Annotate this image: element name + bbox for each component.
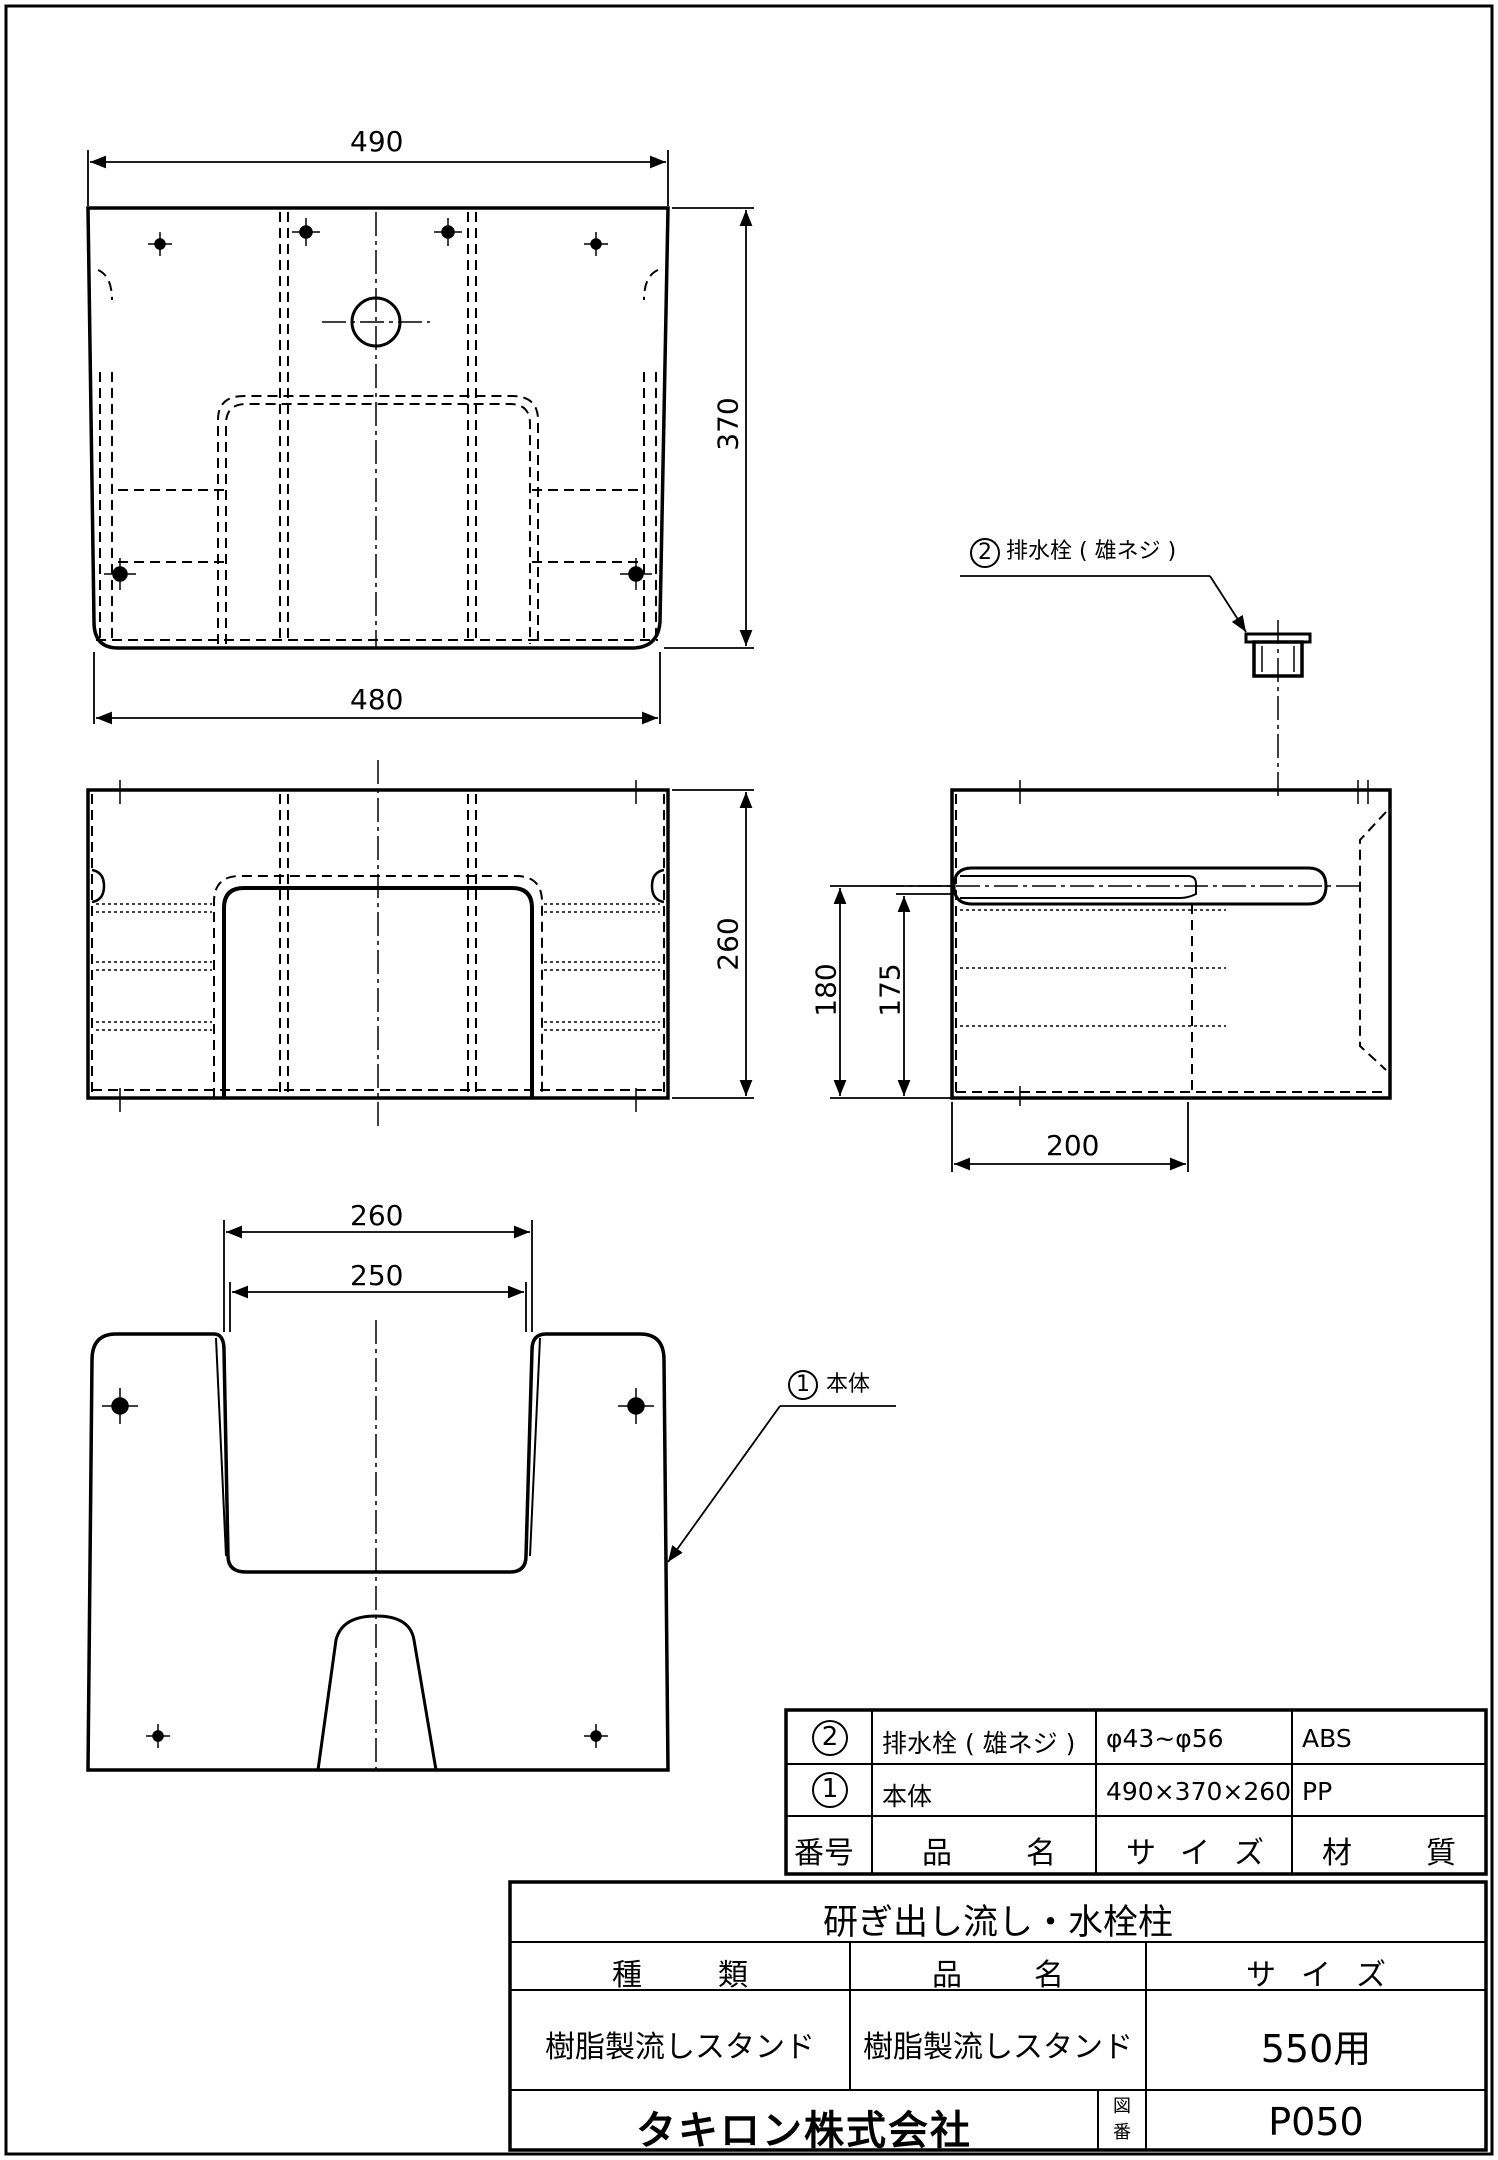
- dim-370-label: 370: [711, 397, 745, 451]
- dim-490-label: 490: [350, 125, 404, 158]
- dim-opening-260-label: 260: [350, 1199, 404, 1232]
- parts-row-1-number: 1: [812, 1772, 848, 1808]
- drawing-number: P050: [1268, 2100, 1364, 2144]
- header-size: サイズ: [1246, 1958, 1386, 1993]
- dim-opening-260-line: [223, 1220, 533, 1332]
- dim-370-line: [664, 207, 754, 649]
- product-name-value: 樹脂製流しスタンド: [863, 2030, 1133, 2065]
- dim-480-line: [93, 652, 661, 725]
- size-value: 550用: [1260, 2027, 1372, 2071]
- dim-200-line: [951, 1102, 1189, 1172]
- parts-row-2-material: ABS: [1302, 1724, 1352, 1753]
- drawing-number-label: 図番: [1113, 2096, 1131, 2143]
- parts-table-grid: [784, 1708, 1488, 1876]
- part1-callout-number: 1: [788, 1370, 818, 1400]
- parts-row-1-name: 本体: [882, 1782, 933, 1811]
- part1-callout-label: 本体: [826, 1372, 871, 1397]
- dim-opening-250-line: [229, 1282, 527, 1332]
- dim-175-line: [896, 893, 954, 1096]
- side-view: [880, 780, 1392, 1106]
- part2-callout-label: 排水栓 ( 雄ネジ ): [1006, 539, 1177, 564]
- part1-leader: [667, 1405, 896, 1563]
- header-type: 種類: [612, 1958, 748, 1993]
- front-view-bolts: [104, 218, 652, 590]
- type-value: 樹脂製流しスタンド: [545, 2030, 815, 2065]
- front-view: [86, 206, 670, 650]
- parts-header-number: 番号: [794, 1836, 854, 1871]
- header-product-name: 品名: [932, 1958, 1064, 1993]
- parts-row-2-number: 2: [812, 1720, 848, 1756]
- title-block-grid: [508, 1880, 1488, 2152]
- parts-header-size: サイズ: [1126, 1836, 1264, 1871]
- dim-260-label: 260: [711, 917, 745, 971]
- parts-header-material: 材質: [1322, 1836, 1456, 1871]
- dim-175-label: 175: [873, 963, 907, 1017]
- drawing-border: [4, 4, 1494, 2156]
- drawing-title: 研ぎ出し流し・水栓柱: [822, 1903, 1173, 1943]
- dim-180-line: [830, 885, 954, 1099]
- company-logo: タキロン株式会社: [636, 2108, 972, 2154]
- parts-row-1-material: PP: [1302, 1777, 1333, 1806]
- parts-row-2-size: φ43~φ56: [1106, 1724, 1224, 1753]
- plan-view: [86, 760, 670, 1126]
- dim-480-label: 480: [350, 683, 404, 716]
- panel-view-bolts: [102, 1388, 654, 1748]
- drain-plug: [1244, 620, 1312, 800]
- part2-callout-number: 2: [970, 538, 1000, 568]
- dim-opening-250-label: 250: [350, 1259, 404, 1292]
- part2-leader: [960, 575, 1247, 633]
- parts-row-2-name: 排水栓 ( 雄ネジ ): [882, 1729, 1076, 1758]
- dim-490-line: [87, 150, 669, 206]
- dim-200-label: 200: [1046, 1129, 1100, 1162]
- parts-header-name: 品名: [922, 1836, 1056, 1871]
- dim-260-line: [672, 789, 754, 1099]
- parts-row-1-size: 490×370×260: [1106, 1777, 1292, 1806]
- panel-view: [86, 1320, 670, 1772]
- dim-180-label: 180: [809, 963, 843, 1017]
